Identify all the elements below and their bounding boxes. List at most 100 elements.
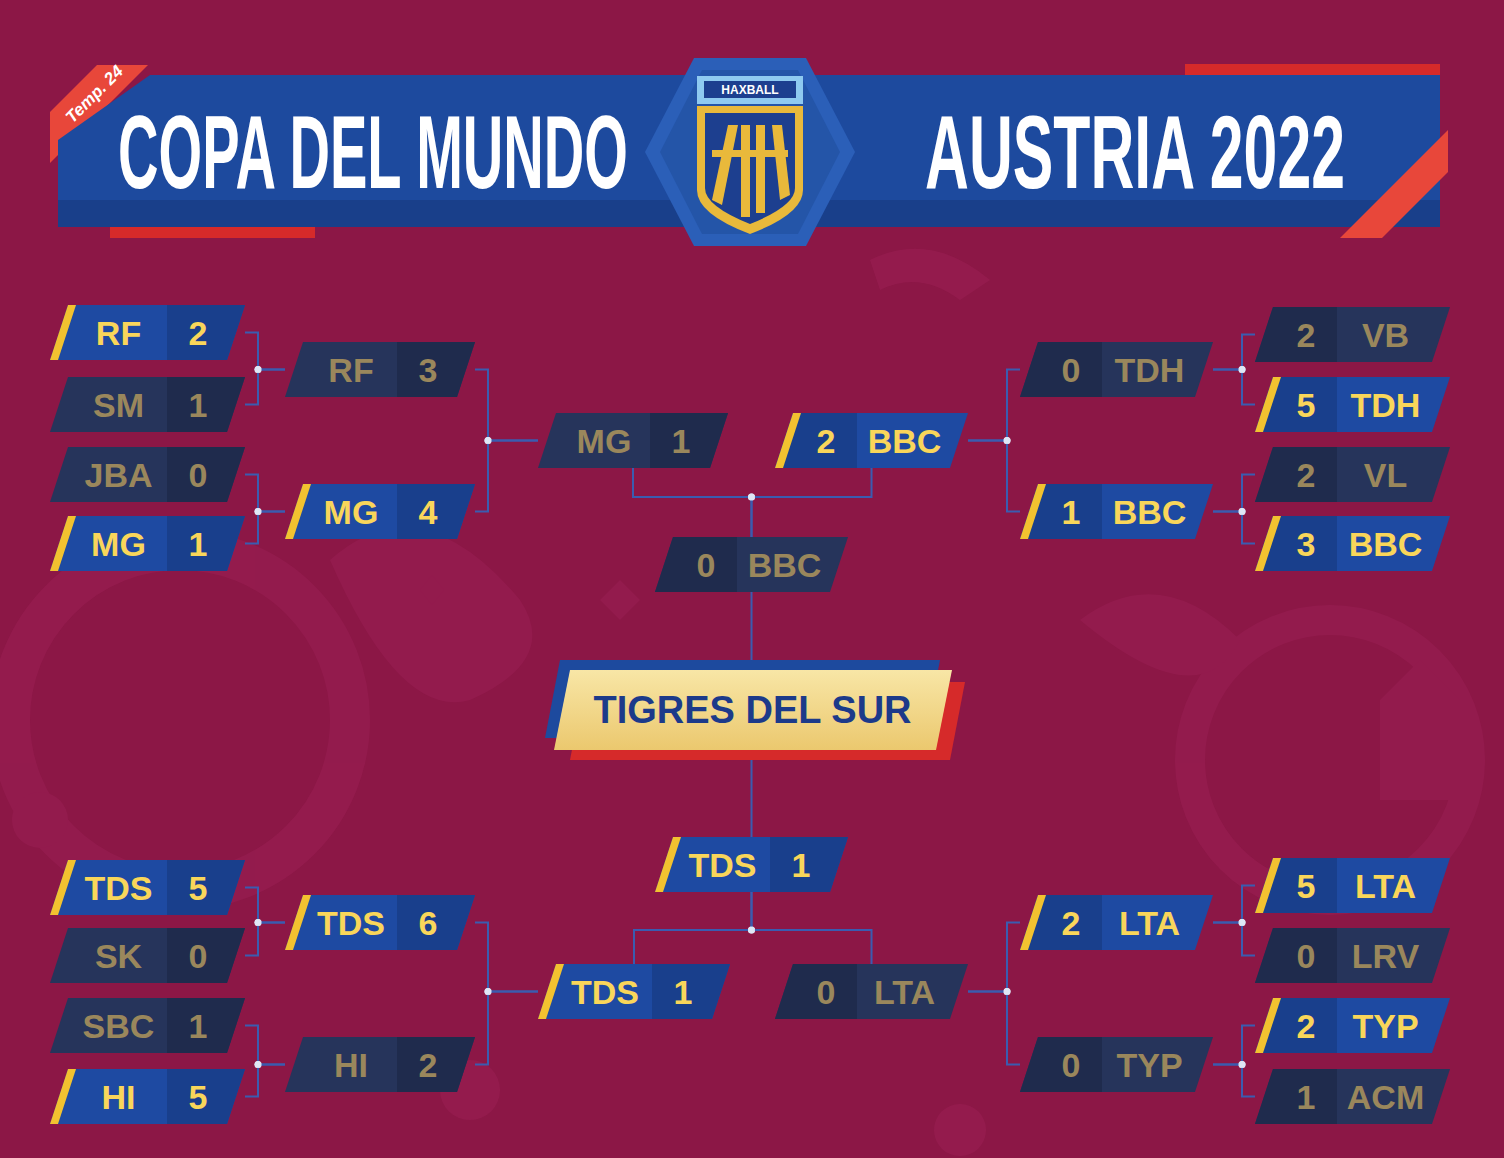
bracket-connector — [1213, 335, 1255, 374]
box-fill — [1255, 307, 1450, 362]
team-box: 2TYP — [1255, 998, 1450, 1053]
winner-stripe — [50, 305, 76, 360]
score-fill — [770, 837, 848, 892]
score: 0 — [1297, 939, 1316, 973]
team-name: MG — [91, 527, 146, 561]
team-name: SM — [93, 388, 144, 422]
box-row: RF2 — [50, 305, 245, 360]
box-fill — [655, 837, 848, 892]
name-cell: TDS — [675, 837, 770, 892]
bracket-line — [968, 370, 1020, 441]
name-cell: RF — [305, 342, 397, 397]
team-name: LRV — [1352, 939, 1419, 973]
season-tag: Temp. 24 — [62, 62, 126, 126]
bracket-line — [475, 923, 538, 992]
box-row: 0 LRV — [1255, 928, 1450, 983]
score: 0 — [1062, 1048, 1081, 1082]
bracket-connector — [245, 1061, 285, 1097]
name-cell: JBA — [70, 447, 167, 502]
score-fill — [1255, 307, 1337, 362]
name-cell: LTA — [1337, 858, 1434, 913]
name-cell: LTA — [857, 964, 952, 1019]
box-row: 3BBC — [1255, 516, 1450, 571]
box-row: TDS6 — [285, 895, 475, 950]
bracket-line — [1213, 886, 1255, 923]
box-fill — [285, 1037, 475, 1092]
box-row: 2TYP — [1255, 998, 1450, 1053]
score-cell: 1 — [167, 516, 229, 571]
score: 0 — [189, 939, 208, 973]
name-cell: TYP — [1102, 1037, 1197, 1092]
score-fill — [167, 998, 245, 1053]
name-cell: MG — [70, 516, 167, 571]
team-name: TYP — [1352, 1009, 1418, 1043]
score-cell: 0 — [1040, 1037, 1102, 1092]
box-row: 0 LTA — [775, 964, 968, 1019]
team-name: VB — [1362, 318, 1409, 352]
winner-stripe — [1255, 858, 1281, 913]
score-cell: 2 — [167, 305, 229, 360]
score-fill — [1255, 1069, 1337, 1124]
name-cell: RF — [70, 305, 167, 360]
bracket-line — [245, 370, 285, 405]
bracket-line — [751, 592, 753, 660]
box-row: MG1 — [538, 413, 728, 468]
score-cell: 1 — [650, 413, 712, 468]
bracket-connector — [968, 988, 1020, 1065]
score-cell: 6 — [397, 895, 459, 950]
score-cell: 4 — [397, 484, 459, 539]
bracket-connector — [475, 923, 538, 996]
bracket-connector — [968, 923, 1020, 996]
score: 0 — [817, 975, 836, 1009]
score: 6 — [419, 906, 438, 940]
team-name: TDS — [689, 848, 757, 882]
box-shape — [538, 413, 728, 468]
score-fill — [397, 1037, 475, 1092]
score-fill — [650, 413, 728, 468]
junction-dot — [1239, 366, 1246, 373]
winner-stripe — [1255, 377, 1281, 432]
bracket-line — [633, 468, 752, 537]
score: 3 — [419, 353, 438, 387]
name-cell: BBC — [737, 537, 832, 592]
junction-dot — [748, 494, 755, 501]
score-fill — [655, 537, 737, 592]
score-fill — [167, 928, 245, 983]
box-row: SK0 — [50, 928, 245, 983]
label-wrap: HAXBALL — [704, 81, 796, 98]
score-cell: 1 — [167, 998, 229, 1053]
box-fill — [1255, 377, 1450, 432]
box-row: 0BBC — [655, 537, 848, 592]
name-cell: LTA — [1102, 895, 1197, 950]
box-fill — [285, 484, 475, 539]
box-row: MG4 — [285, 484, 475, 539]
box-row: 1BBC — [1020, 484, 1213, 539]
score-fill — [1020, 895, 1102, 950]
score-cell: 3 — [1275, 516, 1337, 571]
bracket-line — [245, 512, 285, 544]
box-fill — [50, 516, 245, 571]
bracket-connector — [634, 892, 755, 964]
title-text: COPA DEL MUNDO — [118, 100, 628, 204]
header-band — [58, 64, 1448, 238]
box-fill — [538, 964, 730, 1019]
team-name: JBA — [84, 458, 152, 492]
score: 1 — [672, 424, 691, 458]
score-cell: 2 — [1275, 307, 1337, 362]
bracket-connector — [1213, 919, 1255, 956]
junction-dot — [255, 508, 262, 515]
bracket-line — [1213, 335, 1255, 370]
winner-stripe — [1255, 998, 1281, 1053]
bracket-connector — [968, 370, 1020, 445]
team-box: 2 VB — [1255, 307, 1450, 362]
junction-dot — [748, 927, 755, 934]
team-box: RF2 — [50, 305, 245, 360]
team-box: 0 LRV — [1255, 928, 1450, 983]
team-name: HI — [102, 1080, 136, 1114]
score-cell: 5 — [1275, 377, 1337, 432]
box-fill — [50, 305, 245, 360]
bracket-connector — [245, 888, 285, 927]
name-cell: TYP — [1337, 998, 1434, 1053]
team-name: TDS — [571, 975, 639, 1009]
score-fill — [1255, 447, 1337, 502]
